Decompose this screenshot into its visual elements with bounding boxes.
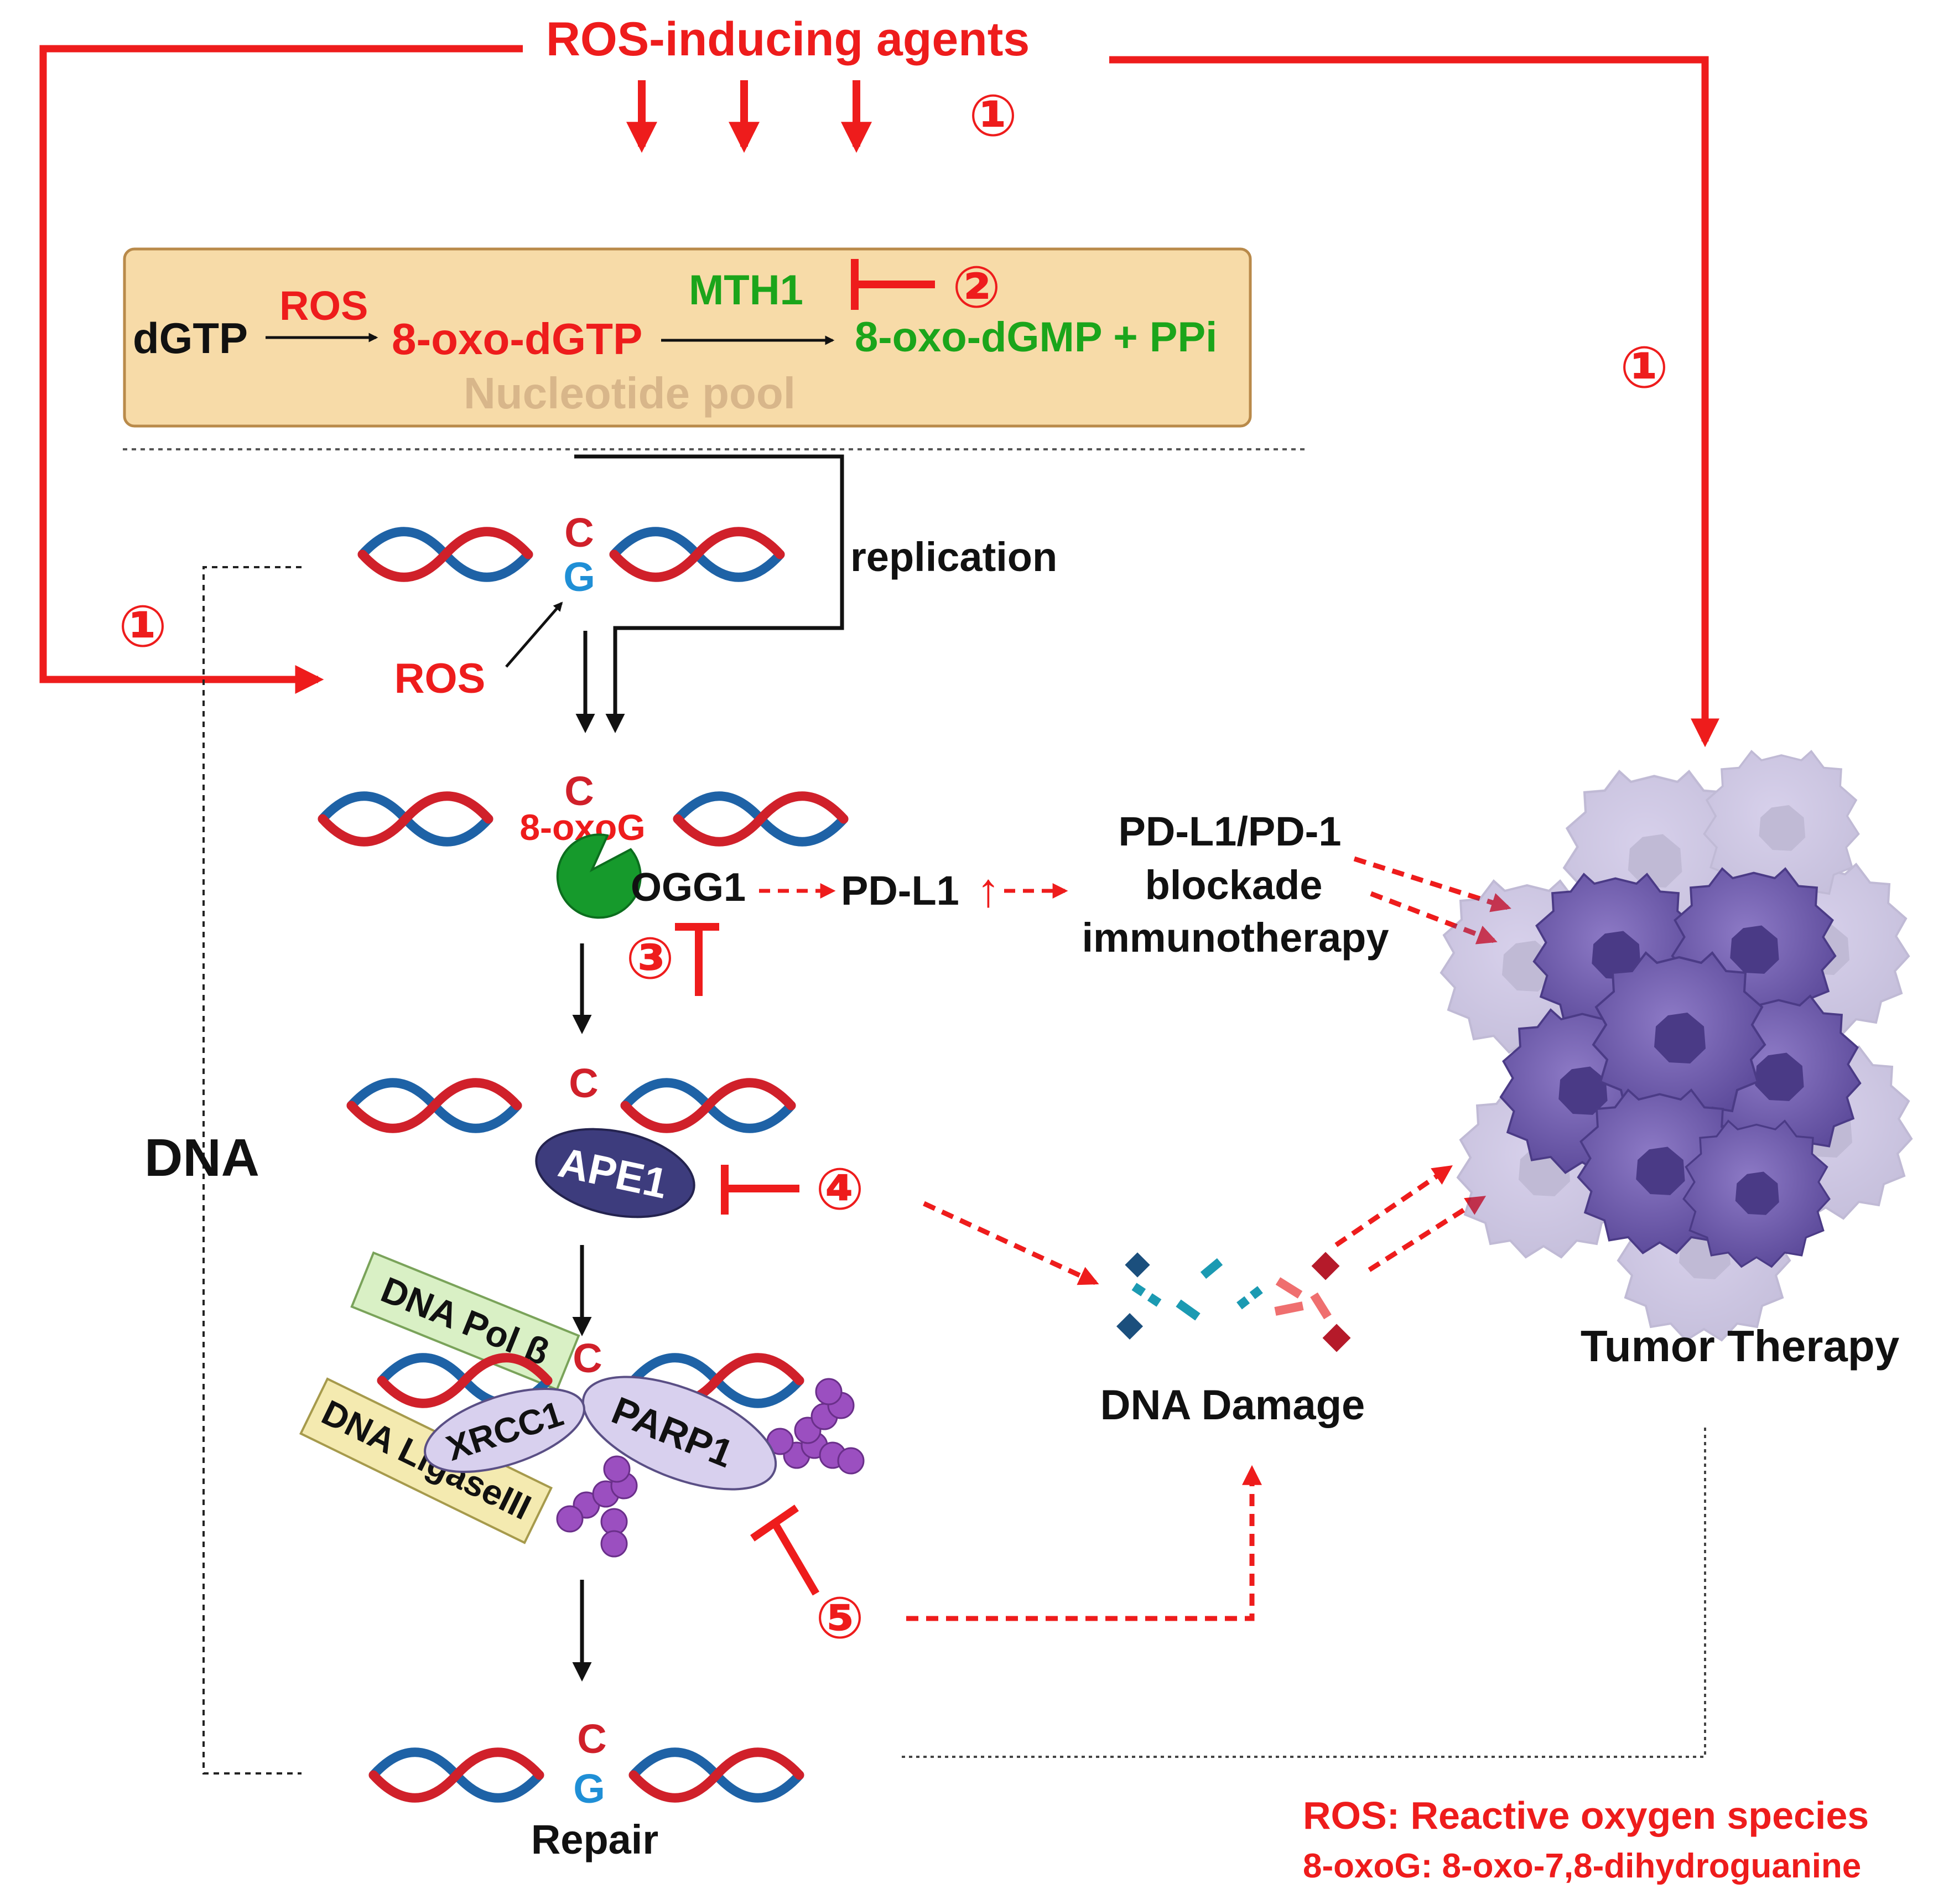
dna1-base-c: C	[564, 510, 594, 556]
dna-side-label: DNA	[144, 1128, 259, 1187]
replication-path	[574, 454, 844, 733]
repair-label: Repair	[531, 1817, 658, 1863]
step-3-marker: ③	[626, 927, 674, 991]
dna-damage-fragments	[1116, 1252, 1351, 1352]
dna5-base-c: C	[577, 1716, 606, 1762]
tumor-cluster	[1440, 750, 1913, 1341]
legend-oxog-definition: 8-oxoG: 8-oxo-7,8-dihydroguanine	[1303, 1847, 1861, 1885]
step-1-left: ①	[118, 595, 167, 659]
immuno-line-1: PD-L1/PD-1	[1119, 808, 1342, 854]
dgtp-label: dGTP	[133, 314, 248, 362]
xrcc1-protein	[424, 1387, 585, 1474]
ogg1-label: OGG1	[631, 865, 746, 910]
mth1-label: MTH1	[689, 267, 803, 314]
step-1-top: ①	[969, 84, 1017, 148]
oxo-dgmp-product-label: 8-oxo-dGMP + PPi	[855, 314, 1217, 361]
ros-to-base-arrow	[505, 601, 563, 668]
legend-ros-definition: ROS: Reactive oxygen species	[1303, 1794, 1869, 1837]
step-5-marker: ⑤	[815, 1586, 864, 1651]
immuno-line-2: blockade	[1145, 862, 1323, 908]
step-4-marker: ④	[815, 1158, 864, 1222]
dna5-base-g: G	[573, 1766, 605, 1812]
dna3-base-c: C	[569, 1060, 598, 1106]
dna4-base-c: C	[573, 1335, 602, 1381]
step-2-marker: ②	[952, 256, 1001, 320]
tumor-therapy-label: Tumor Therapy	[1581, 1321, 1900, 1371]
step-1-right: ①	[1620, 336, 1669, 400]
ogg1-enzyme	[556, 833, 642, 919]
ape1-to-damage-arrow	[923, 1201, 1099, 1285]
pdl1-up-arrow: ↑	[976, 864, 1000, 917]
immuno-line-3: immunotherapy	[1082, 915, 1389, 961]
ros-agent-arrows	[39, 45, 1719, 748]
parp1-to-damage-arrow	[906, 1465, 1262, 1621]
dna2-base-c: C	[564, 768, 594, 814]
ogg1-inhibition-bar	[675, 923, 719, 996]
pdl1-label: PD-L1	[841, 868, 959, 914]
replication-label: replication	[850, 534, 1057, 580]
mth1-inhibition-bar	[851, 259, 935, 310]
poly-adp-ribose-chains	[556, 1378, 865, 1558]
ros-inducing-agents-title: ROS-inducing agents	[546, 13, 1030, 66]
parp1-inhibition-bar	[750, 1504, 820, 1596]
dna-damage-label: DNA Damage	[1100, 1382, 1365, 1429]
nucleotide-pool-box	[123, 247, 1252, 428]
repair-to-tumor-connector	[902, 1425, 1706, 1758]
pool-ros-label: ROS	[279, 283, 368, 329]
dna1-base-g: G	[563, 554, 595, 600]
ape1-enzyme	[535, 1128, 695, 1218]
ape1-inhibition-bar	[721, 1165, 799, 1215]
parp1-protein	[581, 1376, 777, 1491]
nucleotide-pool-label: Nucleotide pool	[464, 369, 796, 418]
oxo-dgtp-label: 8-oxo-dGTP	[392, 314, 642, 364]
dna-ros-label: ROS	[394, 655, 486, 702]
damage-to-tumor-arrows	[1334, 1165, 1487, 1272]
dna-pol-beta-block: DNA Pol β	[350, 1251, 580, 1391]
